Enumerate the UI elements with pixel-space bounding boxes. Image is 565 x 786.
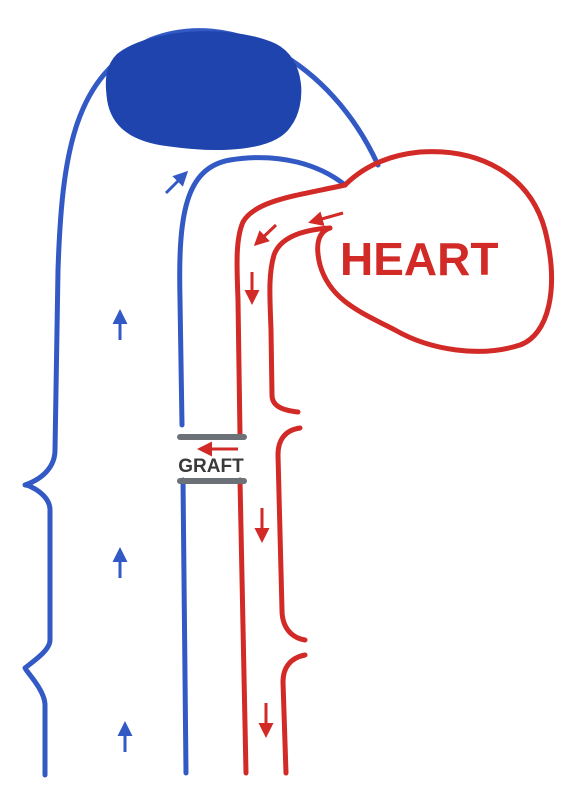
graft: GRAFT [178,437,244,481]
artery-inner-wall [270,228,330,412]
heart-label: HEART [340,233,498,285]
vein-lower-segment [183,480,186,773]
arrow-diagonal-down-icon [256,225,276,244]
arrow-diagonal-up-icon [166,173,186,193]
blood-pool [107,33,300,149]
artery-brace-1 [278,428,305,640]
artery-lower-segment [240,480,246,773]
graft-label: GRAFT [178,456,244,477]
artery-brace-2 [283,655,305,773]
artery-outer-wall [237,185,345,435]
venous-flow-arrows [120,173,186,752]
vein-inner-wall [180,158,345,425]
arrow-left-icon [311,213,343,222]
